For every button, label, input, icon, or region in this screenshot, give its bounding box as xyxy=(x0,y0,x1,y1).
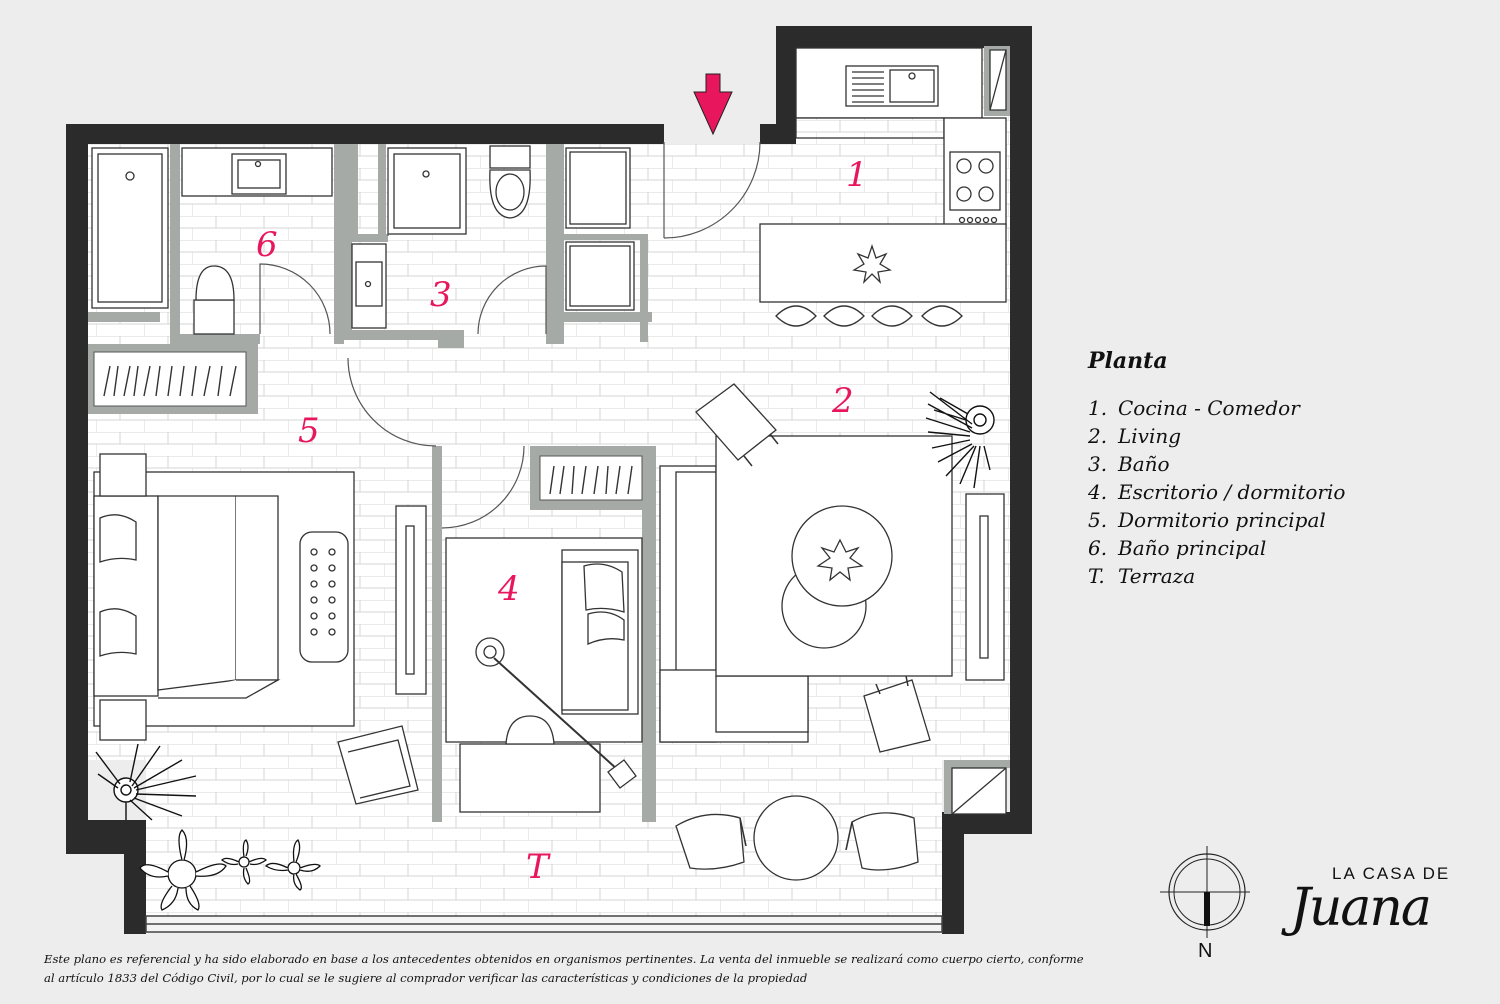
bathtub xyxy=(91,147,169,309)
kitchen-island xyxy=(759,223,1007,303)
nightstands xyxy=(99,453,147,741)
legend-item-label: Baño xyxy=(1118,452,1170,476)
cooktop xyxy=(949,151,1001,224)
sink-second xyxy=(351,243,387,329)
terrace-chairs xyxy=(675,812,919,871)
legend-item: 4. Escritorio / dormitorio xyxy=(1088,478,1468,506)
legend-item-number: 6. xyxy=(1088,536,1108,560)
legend-item-label: Escritorio / dormitorio xyxy=(1118,480,1346,504)
bed xyxy=(93,471,355,727)
room-label-4: 4 xyxy=(497,569,520,609)
terrace-railing xyxy=(145,915,943,933)
armchair-living xyxy=(695,383,931,753)
entry-arrow-icon xyxy=(693,73,733,136)
legend-item-label: Terraza xyxy=(1118,564,1196,588)
legend-item-number: 2. xyxy=(1088,424,1108,448)
legend-item-number: 5. xyxy=(1088,508,1108,532)
dryer xyxy=(565,241,635,311)
sofa xyxy=(659,465,809,743)
floor-lamp-icon xyxy=(475,637,637,789)
armchair-bedroom xyxy=(337,725,419,805)
bed-tray xyxy=(299,531,349,663)
legend-item: 3. Baño xyxy=(1088,450,1468,478)
legend-item-label: Cocina - Comedor xyxy=(1118,396,1300,420)
legend-item: T. Terraza xyxy=(1088,562,1468,590)
kitchen-sink xyxy=(845,65,939,107)
legend-title: Planta xyxy=(1088,348,1168,374)
wardrobe-main xyxy=(93,351,247,407)
legend-item: 5. Dormitorio principal xyxy=(1088,506,1468,534)
logo-script-text: Juana xyxy=(1290,878,1432,938)
room-label-5: 5 xyxy=(298,411,320,451)
legend-item: 2. Living xyxy=(1088,422,1468,450)
entry-door xyxy=(663,141,761,239)
room-label-3: 3 xyxy=(430,275,452,315)
legend: Planta 1. Cocina - Comedor 2. Living 3. Bañ… xyxy=(1088,348,1468,590)
north-compass-icon xyxy=(1160,846,1250,938)
plant-living-icon xyxy=(925,391,995,489)
tv-console xyxy=(965,493,1005,681)
legend-item-label: Living xyxy=(1118,424,1182,448)
logo-top-text: LA CASA DE xyxy=(1332,864,1451,883)
terrace-storage xyxy=(951,49,1007,815)
bar-stools xyxy=(775,305,963,327)
terrace-table xyxy=(753,795,839,881)
terrace-plants-icon xyxy=(139,829,321,911)
room-label-6: 6 xyxy=(256,225,278,265)
legend-item-number: 1. xyxy=(1088,396,1108,420)
washer xyxy=(565,147,631,229)
legend-item-number: 4. xyxy=(1088,480,1108,504)
room-label-2: 2 xyxy=(831,381,854,421)
brand-logo: LA CASA DE Juana xyxy=(1280,858,1480,968)
compass-north-label: N xyxy=(1198,940,1213,962)
desk xyxy=(459,715,601,813)
legend-item: 6. Baño principal xyxy=(1088,534,1468,562)
legend-item-number: T. xyxy=(1088,564,1105,588)
legend-item-label: Baño principal xyxy=(1118,536,1267,560)
plant-bedroom-icon xyxy=(95,743,197,821)
legend-item-number: 3. xyxy=(1088,452,1108,476)
room-label-terraza: T xyxy=(526,847,551,887)
room-label-1: 1 xyxy=(846,155,868,195)
shower-tray xyxy=(387,147,467,235)
vanity-main xyxy=(181,147,333,197)
daybed xyxy=(561,549,639,715)
disclaimer: Este plano es referencial y ha sido elab… xyxy=(44,952,1084,985)
toilet-second xyxy=(489,145,531,219)
toilet-main xyxy=(193,265,235,335)
legend-item: 1. Cocina - Comedor xyxy=(1088,394,1468,422)
exterior-walls xyxy=(66,26,1032,934)
wardrobe-study xyxy=(539,455,643,501)
interior-doors xyxy=(259,150,547,529)
room-labels: 1 2 3 4 5 6 T xyxy=(256,155,868,887)
dresser xyxy=(395,505,427,695)
coffee-tables xyxy=(781,505,893,649)
legend-item-label: Dormitorio principal xyxy=(1118,508,1326,532)
